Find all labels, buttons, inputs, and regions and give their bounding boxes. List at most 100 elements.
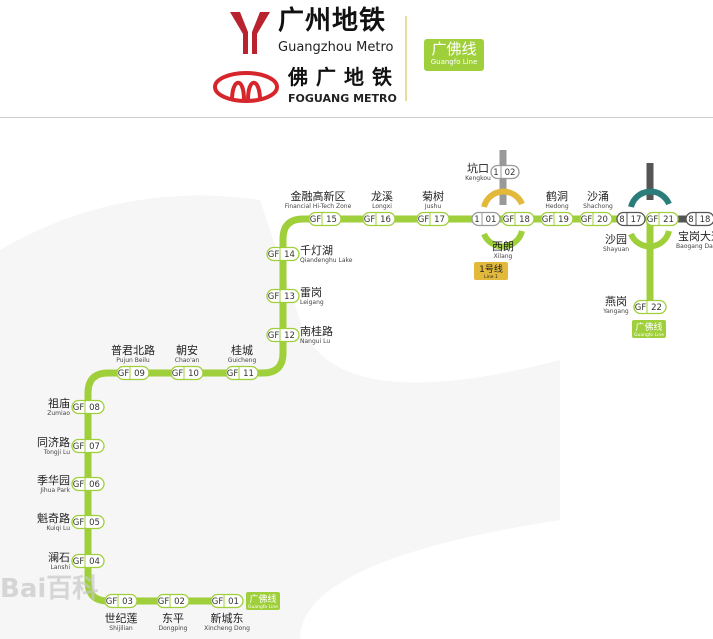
xilang-interchange-arrow-icon <box>481 230 525 250</box>
station-name-en: Lanshi <box>51 564 71 571</box>
line-badge-bg <box>632 320 666 338</box>
station-name-cn: 澜石 <box>48 550 70 564</box>
station-number: 11 <box>243 369 254 379</box>
station-name-cn: 雷岗 <box>300 286 322 299</box>
station-name-cn: 祖庙 <box>48 396 70 410</box>
station-name-cn: 魁奇路 <box>37 511 70 525</box>
station-name-cn: 龙溪 <box>371 190 393 203</box>
line-badge-bg <box>246 592 280 610</box>
station-pill <box>633 299 667 315</box>
station-101: 1 01 <box>471 211 501 227</box>
station-line-code: GF <box>635 303 647 313</box>
station-number: 14 <box>284 250 295 260</box>
xilang-interchange-arrow-icon <box>481 188 525 208</box>
station-number: 18 <box>700 215 711 225</box>
station-pill <box>308 211 342 227</box>
station-number: 17 <box>631 215 642 225</box>
station-name-en: Jihua Park <box>39 487 70 494</box>
station-pill <box>225 365 259 381</box>
station-pill <box>490 164 520 180</box>
station-pill <box>71 476 105 492</box>
line-badge-en: Guangfo Line <box>430 58 478 66</box>
station-name-en: Xilang <box>494 253 513 260</box>
guangfo-line-badge: 广佛线 Guangfo Line <box>424 39 484 71</box>
station-name-cn: 燕岗 <box>605 295 627 308</box>
station-number: 17 <box>434 215 445 225</box>
station-pill <box>645 211 679 227</box>
station-number: 03 <box>122 597 133 607</box>
station-818: 818宝岗大道Baogang Dadao <box>676 211 713 250</box>
line-badge-en: Guangfo Line <box>634 332 664 338</box>
station-number: 12 <box>284 331 295 341</box>
station-name-en: Baogang Dadao <box>676 243 713 250</box>
station-line-code: GF <box>268 331 280 341</box>
station-line-code: 1 <box>474 215 479 225</box>
station-line-code: GF <box>268 250 280 260</box>
station-line-code: GF <box>227 369 239 379</box>
station-number: 09 <box>134 369 145 379</box>
station-name-en: Shijilian <box>109 625 133 632</box>
guangzhou-metro-name: 广州地铁 <box>278 6 387 36</box>
station-name-en: Xincheng Dong <box>204 625 250 632</box>
station-pill <box>416 211 450 227</box>
station-line-code: GF <box>172 369 184 379</box>
station-name-en: Longxi <box>372 203 392 210</box>
station-line-code: GF <box>158 597 170 607</box>
station-name-en: Jushu <box>424 203 442 210</box>
station-number: 13 <box>284 292 295 302</box>
station-pill <box>71 553 105 569</box>
station-name-en: Kuiqi Lu <box>46 525 70 532</box>
line-badge-cn: 广佛线 <box>249 593 276 605</box>
station-line-code: GF <box>118 369 130 379</box>
station-name-en: Guicheng <box>228 357 257 364</box>
station-name-cn: 季华园 <box>37 473 70 487</box>
line-badge-cn: 广佛线 <box>431 40 477 58</box>
foguang-metro-name: 佛广地铁 <box>288 65 400 89</box>
station-line-code: GF <box>106 597 118 607</box>
station-line-code: GF <box>73 557 85 567</box>
station-line-code: GF <box>647 215 659 225</box>
station-number: 20 <box>597 215 608 225</box>
station-name-cn: 沙涌 <box>587 190 609 203</box>
station-pill <box>540 211 574 227</box>
header: 广州地铁 Guangzhou Metro 佛广地铁 FOGUANG METRO … <box>0 0 713 118</box>
station-name-en: Kengkou <box>465 175 491 182</box>
station-name-cn: 千灯湖 <box>300 244 333 257</box>
station-number: 16 <box>380 215 391 225</box>
station-line-code: GF <box>73 518 85 528</box>
station-name-cn: 鹤洞 <box>546 189 568 203</box>
line-badge-en: Line 1 <box>484 274 498 280</box>
line-badge-en: Guangfo Line <box>248 604 278 610</box>
station-number: 19 <box>558 215 569 225</box>
background-map-shapes <box>0 195 560 639</box>
station-name-cn: 沙园 <box>605 233 627 246</box>
station-name-cn: 同济路 <box>37 435 70 449</box>
line-badge-cn: 1号线 <box>479 263 503 275</box>
station-name-en: Leigang <box>300 299 324 306</box>
station-name-en: Hedong <box>545 203 568 210</box>
station-name-cn: 桂城 <box>231 343 253 357</box>
shayuan-interchange-arrow-icon <box>628 230 672 250</box>
station-number: 04 <box>89 557 100 567</box>
station-number: 01 <box>486 215 497 225</box>
station-pill <box>104 593 138 609</box>
guangzhou-metro-logo-icon <box>230 12 270 54</box>
station-line-code: GF <box>581 215 593 225</box>
